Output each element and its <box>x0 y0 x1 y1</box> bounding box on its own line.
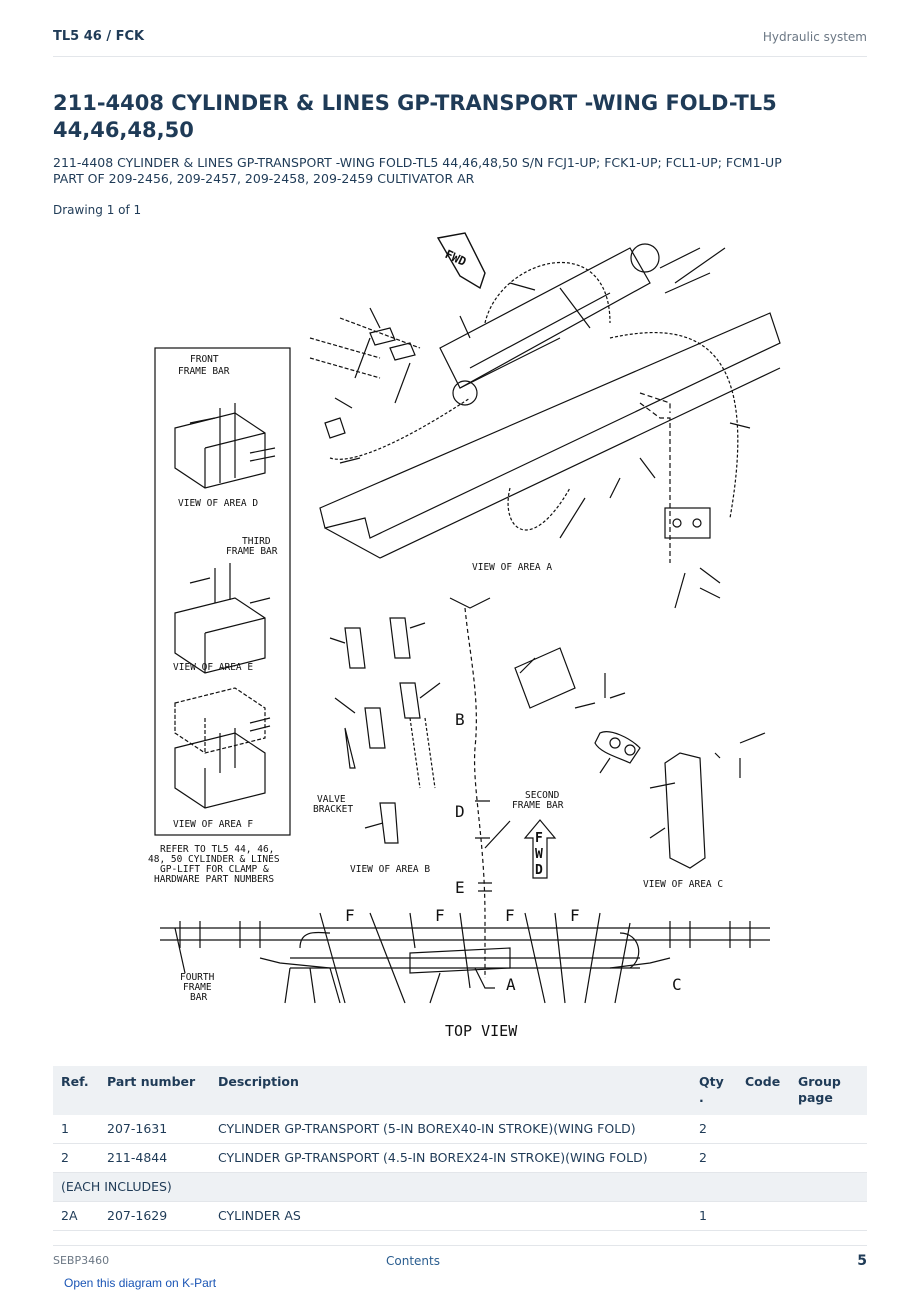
fwd-mid-d: D <box>535 863 543 878</box>
col-description: Description <box>210 1066 691 1115</box>
transport-cylinder <box>439 247 651 389</box>
view-f-label: VIEW OF AREA F <box>173 819 253 830</box>
cell-qty: 1 <box>691 1201 737 1231</box>
pivot-link <box>594 731 641 764</box>
parts-diagram: FWD FRONT FRAME BAR VIEW OF AREA D THIRD… <box>148 232 781 1040</box>
col-part-number: Part number <box>99 1066 210 1115</box>
frame-bar-top <box>160 927 770 941</box>
fourth-frame-bar-1: FOURTH <box>180 972 215 983</box>
refer-note-2: 48, 50 CYLINDER & LINES <box>148 854 280 865</box>
model-label: TL5 46 / FCK <box>53 29 145 44</box>
table-row: 2 211-4844 CYLINDER GP-TRANSPORT (4.5-IN… <box>53 1143 867 1173</box>
valve-block <box>664 507 711 539</box>
cylinder-pin-top <box>630 243 660 273</box>
view-b-label: VIEW OF AREA B <box>350 864 430 875</box>
hose-long <box>609 332 739 519</box>
letter-b: B <box>455 710 465 729</box>
frame-beam <box>319 312 781 539</box>
table-note-row: (EACH INCLUDES) <box>53 1172 867 1202</box>
third-frame-bar-2: FRAME BAR <box>226 546 278 557</box>
page-header: TL5 46 / FCK Hydraulic system <box>53 26 867 57</box>
third-frame-bar-1: THIRD <box>242 536 271 547</box>
letter-d: D <box>455 802 465 821</box>
cylinder-pin-bottom <box>452 380 478 406</box>
view-c-label: VIEW OF AREA C <box>643 879 723 890</box>
second-frame-bar-1: SECOND <box>525 790 560 801</box>
mount-bracket <box>664 752 706 869</box>
page-subtitle: 211-4408 CYLINDER & LINES GP-TRANSPORT -… <box>53 155 883 187</box>
valve-bracket-2: BRACKET <box>313 804 353 815</box>
letter-f-4: F <box>570 906 580 925</box>
views-box <box>154 347 291 836</box>
cell-code <box>737 1201 790 1231</box>
subtitle-line-1: 211-4408 CYLINDER & LINES GP-TRANSPORT -… <box>53 155 782 170</box>
view-a-label: VIEW OF AREA A <box>472 562 552 573</box>
cell-ref: 2 <box>53 1143 99 1173</box>
cell-ref: 1 <box>53 1115 99 1144</box>
fwd-arrow-top: FWD <box>436 232 486 290</box>
front-frame-bar-1: FRONT <box>190 354 219 365</box>
cylinder-c <box>514 647 576 709</box>
fwd-mid-f: F <box>535 831 543 846</box>
col-ref: Ref. <box>53 1066 99 1115</box>
frame-bar-bottom <box>290 957 640 969</box>
contents-link[interactable]: Contents <box>386 1254 440 1268</box>
page-footer: SEBP3460 Contents 5 <box>53 1245 867 1274</box>
cell-qty: 2 <box>691 1115 737 1144</box>
transport-cylinder-top <box>409 947 511 974</box>
valve-bracket-1: VALVE <box>317 794 346 805</box>
letter-e: E <box>455 878 465 897</box>
cell-description: CYLINDER GP-TRANSPORT (5-IN BOREX40-IN S… <box>210 1115 691 1144</box>
table-row: 1 207-1631 CYLINDER GP-TRANSPORT (5-IN B… <box>53 1115 867 1144</box>
cell-code <box>737 1115 790 1144</box>
center-hose <box>464 607 486 978</box>
parts-table: Ref. Part number Description Qty. Code G… <box>53 1066 867 1231</box>
doc-code: SEBP3460 <box>53 1254 110 1267</box>
cell-ref: 2A <box>53 1201 99 1231</box>
hose-lower <box>329 397 471 460</box>
cell-group-page <box>790 1143 867 1173</box>
cell-group-page <box>790 1201 867 1231</box>
letter-f-2: F <box>435 906 445 925</box>
refer-note-1: REFER TO TL5 44, 46, <box>160 844 274 855</box>
cell-part-number[interactable]: 211-4844 <box>99 1143 210 1173</box>
cell-qty: 2 <box>691 1143 737 1173</box>
second-frame-bar-2: FRAME BAR <box>512 800 564 811</box>
refer-note-3: GP-LIFT FOR CLAMP & <box>160 864 269 875</box>
hose-upper-loop <box>484 261 611 324</box>
drawing-label: Drawing 1 of 1 <box>53 203 142 217</box>
letter-c: C <box>672 975 682 994</box>
fwd-mid-w: W <box>535 847 543 862</box>
cell-description: CYLINDER GP-TRANSPORT (4.5-IN BOREX24-IN… <box>210 1143 691 1173</box>
col-qty: Qty. <box>691 1066 737 1115</box>
refer-note-4: HARDWARE PART NUMBERS <box>154 874 274 885</box>
col-code: Code <box>737 1066 790 1115</box>
table-row: 2A 207-1629 CYLINDER AS 1 <box>53 1201 867 1231</box>
cell-part-number[interactable]: 207-1629 <box>99 1201 210 1231</box>
page-title: 211-4408 CYLINDER & LINES GP-TRANSPORT -… <box>53 91 777 142</box>
page-number: 5 <box>857 1253 867 1269</box>
letter-f-3: F <box>505 906 515 925</box>
view-d-label: VIEW OF AREA D <box>178 498 258 509</box>
kpart-diagram-link[interactable]: Open this diagram on K-Part <box>64 1276 217 1290</box>
section-label: Hydraulic system <box>762 30 867 44</box>
cell-group-page <box>790 1115 867 1144</box>
note-cell: (EACH INCLUDES) <box>53 1172 867 1202</box>
front-frame-bar-2: FRAME BAR <box>178 366 230 377</box>
subtitle-line-2: PART OF 209-2456, 209-2457, 209-2458, 20… <box>53 171 475 186</box>
letter-a: A <box>506 975 516 994</box>
cell-description: CYLINDER AS <box>210 1201 691 1231</box>
fwd-arrow-mid <box>523 819 557 879</box>
top-view-label: TOP VIEW <box>445 1022 518 1040</box>
letter-f-1: F <box>345 906 355 925</box>
view-e-label: VIEW OF AREA E <box>173 662 253 673</box>
table-header-row: Ref. Part number Description Qty. Code G… <box>53 1066 867 1115</box>
cell-part-number[interactable]: 207-1631 <box>99 1115 210 1144</box>
fourth-frame-bar-2: FRAME <box>183 982 212 993</box>
fourth-frame-bar-3: BAR <box>190 992 207 1003</box>
hose-valve <box>507 487 571 531</box>
cell-code <box>737 1143 790 1173</box>
